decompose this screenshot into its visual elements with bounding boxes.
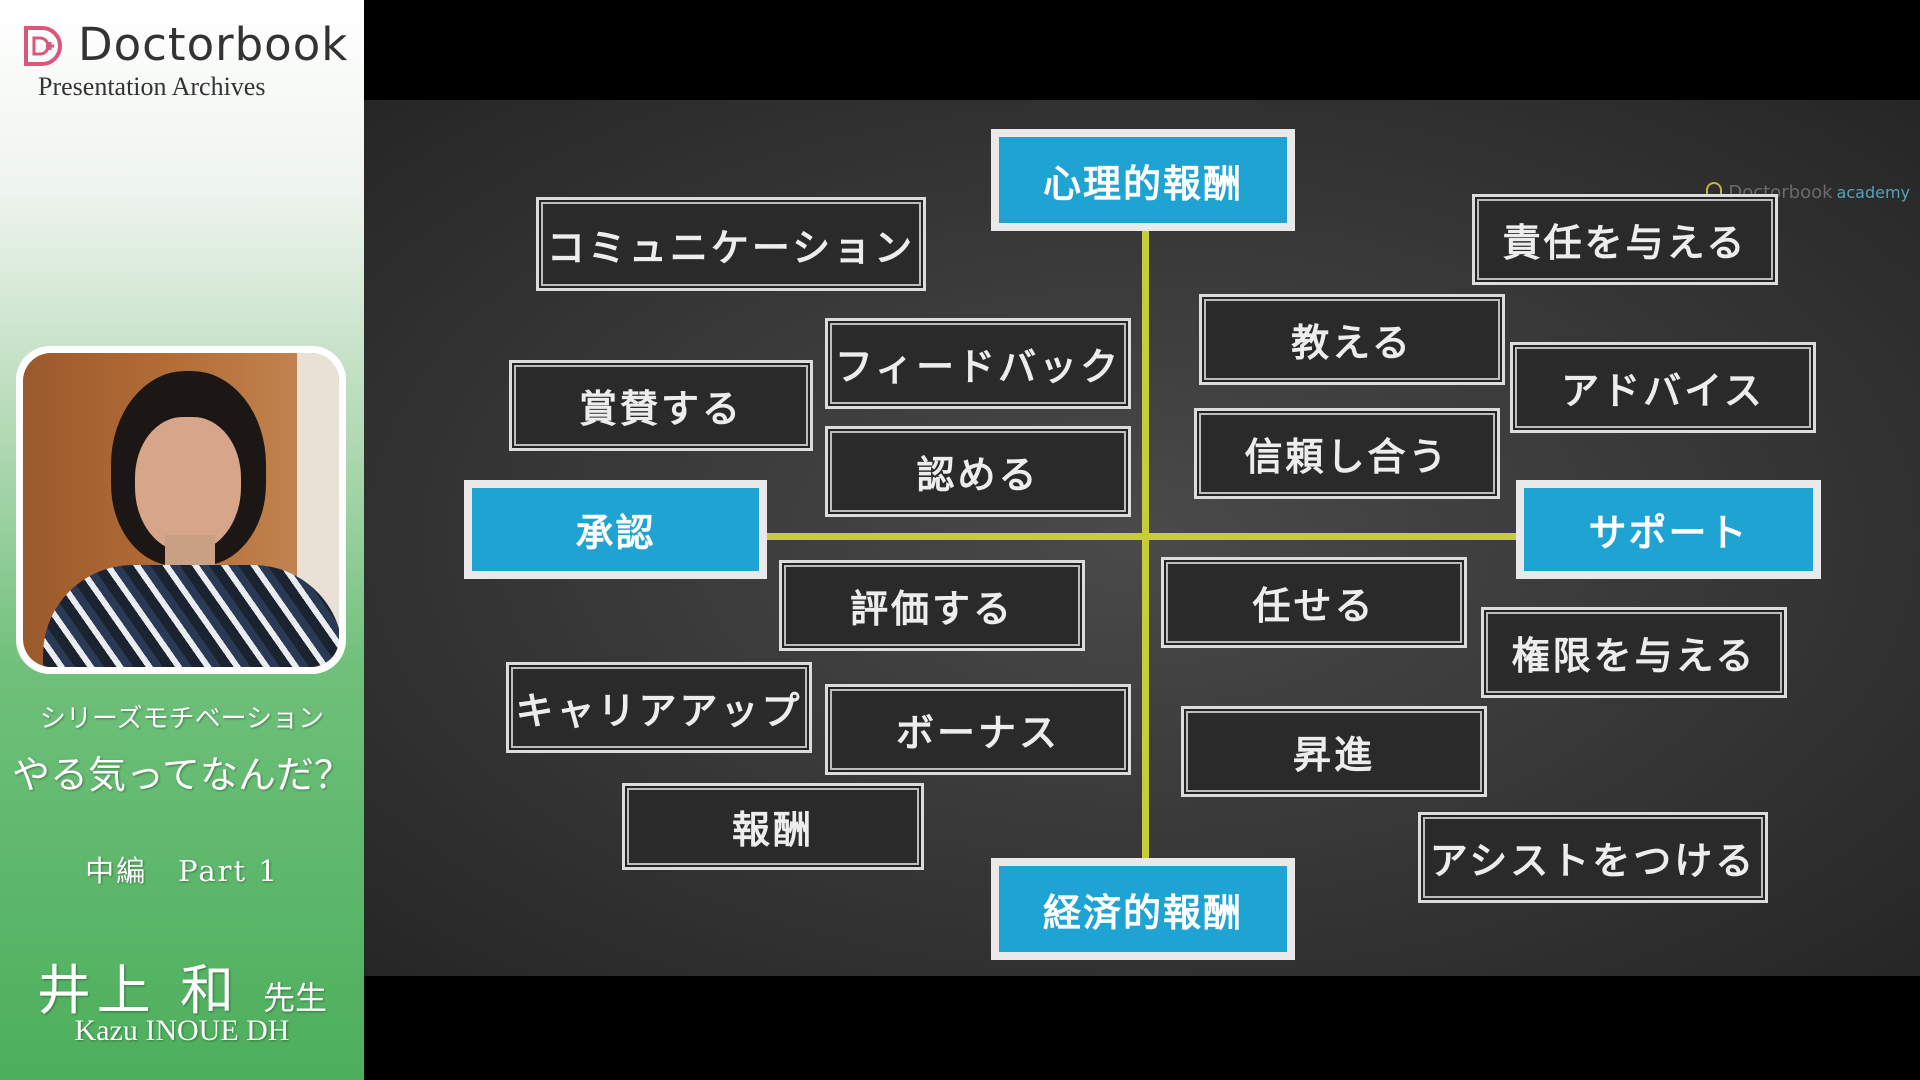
- item-career-up: キャリアアップ: [506, 662, 812, 753]
- vertical-axis: [1142, 230, 1149, 858]
- speaker-name-text: 井上 和: [36, 959, 240, 1022]
- item-assign-assistant: アシストをつける: [1418, 812, 1768, 903]
- part-label: 中編 Part 1: [85, 854, 279, 888]
- item-praise: 賞賛する: [509, 360, 813, 451]
- item-promotion: 昇進: [1181, 706, 1487, 797]
- axis-label-bottom: 経済的報酬: [991, 858, 1295, 960]
- item-mutual-trust: 信頼し合う: [1194, 408, 1500, 499]
- axis-label-right: サポート: [1516, 480, 1821, 579]
- axis-label-top: 心理的報酬: [991, 129, 1295, 231]
- series-label: シリーズモチベーション: [39, 704, 325, 734]
- brand-name: Doctorbook: [78, 18, 349, 71]
- speaker-name: 井上 和 先生: [0, 946, 364, 1025]
- speaker-name-english: Kazu INOUE DH: [74, 1014, 290, 1047]
- item-give-responsibility: 責任を与える: [1472, 194, 1778, 285]
- item-teach: 教える: [1199, 294, 1505, 385]
- sidebar: Doctorbook Presentation Archives シリーズモチベ…: [0, 0, 364, 1080]
- horizontal-axis: [766, 533, 1526, 540]
- presentation-title: やる気ってなんだ？: [11, 753, 353, 797]
- watermark-suffix: academy: [1836, 183, 1910, 202]
- item-communication: コミュニケーション: [536, 197, 926, 291]
- item-reward: 報酬: [622, 783, 924, 870]
- item-feedback: フィードバック: [825, 318, 1131, 409]
- brand-subtitle: Presentation Archives: [38, 72, 266, 101]
- axis-label-left: 承認: [464, 480, 767, 579]
- item-delegate: 任せる: [1161, 557, 1467, 648]
- item-give-authority: 権限を与える: [1481, 607, 1787, 698]
- item-evaluate: 評価する: [779, 560, 1085, 651]
- speaker-honorific: 先生: [263, 979, 328, 1017]
- item-advice: アドバイス: [1510, 342, 1816, 433]
- speaker-video: [16, 346, 346, 674]
- item-acknowledge: 認める: [825, 426, 1131, 517]
- item-bonus: ボーナス: [825, 684, 1131, 775]
- doctorbook-logo-icon: [24, 26, 62, 66]
